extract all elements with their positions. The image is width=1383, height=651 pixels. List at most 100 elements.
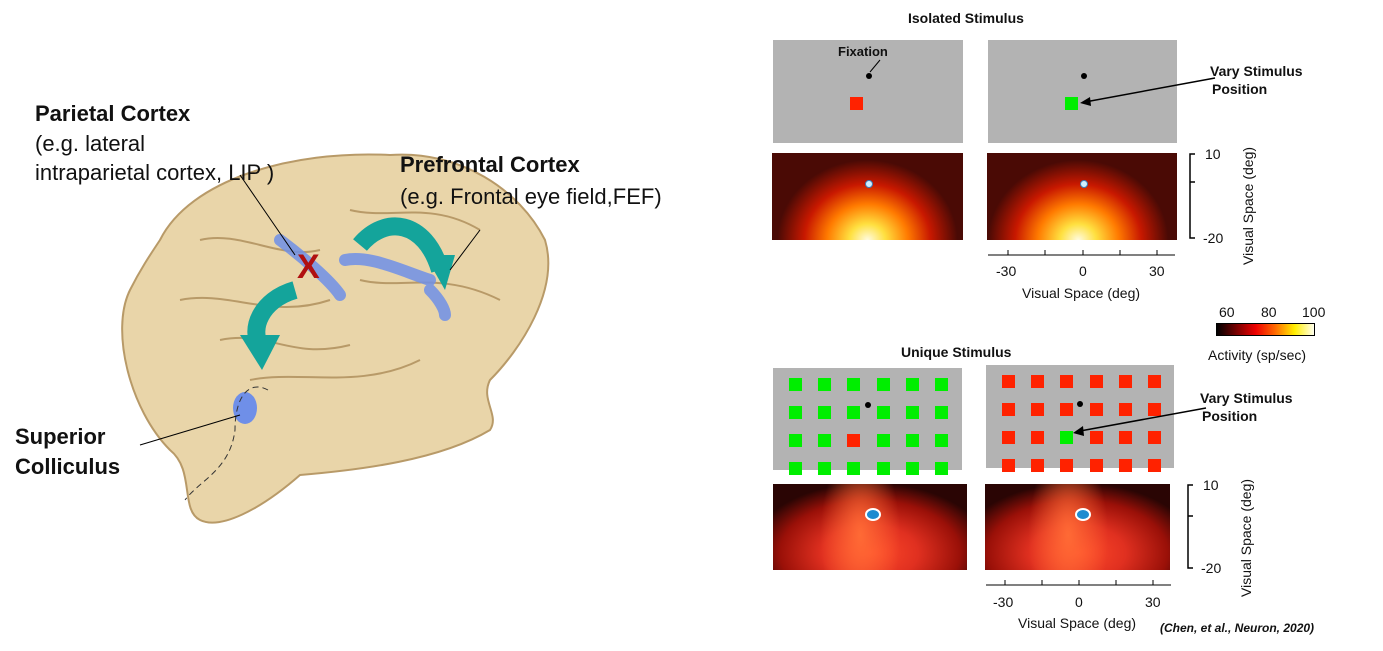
superior-colliculus-highlight	[233, 392, 257, 424]
stimulus-item	[1089, 403, 1103, 416]
heatmap-unique-left	[773, 484, 967, 570]
y-tick: -20	[1203, 230, 1224, 246]
parietal-sub2: intraparietal cortex, LIP )	[35, 160, 275, 185]
stimulus-item	[1031, 431, 1045, 444]
parietal-title: Parietal Cortex	[35, 101, 191, 126]
colorbar	[1216, 323, 1315, 336]
sc-label-1: Superior	[15, 424, 106, 449]
fixation-marker	[865, 180, 873, 188]
heatmap-unique-right	[985, 484, 1170, 570]
x-tick: -30	[996, 263, 1017, 279]
stimulus-item	[905, 406, 919, 419]
citation: (Chen, et al., Neuron, 2020)	[1160, 621, 1315, 635]
stimulus-item	[818, 434, 832, 447]
fixation-dot	[866, 73, 872, 79]
lesion-x-mark: X	[297, 248, 320, 286]
stimulus-item	[1118, 375, 1132, 388]
stimulus-item	[818, 378, 832, 391]
stimulus-item	[847, 406, 861, 419]
x-axis-label: Visual Space (deg)	[1022, 285, 1141, 301]
stimulus-item	[818, 406, 832, 419]
prefrontal-sub: (e.g. Frontal eye field,FEF)	[400, 184, 662, 209]
vary-label-1a: Vary Stimulus	[1210, 63, 1303, 79]
heatmap-isolated-left	[772, 153, 963, 240]
y-tick: 10	[1205, 146, 1221, 162]
stimulus-item	[1148, 375, 1161, 388]
y-tick: -20	[1201, 560, 1222, 576]
x-tick: 30	[1145, 594, 1161, 610]
stimulus-item	[1089, 431, 1103, 444]
stimulus-item	[789, 434, 802, 447]
brain-illustration	[121, 153, 550, 524]
unique-title: Unique Stimulus	[901, 344, 1012, 360]
fixation-marker	[865, 508, 881, 521]
colorbar-label: Activity (sp/sec)	[1208, 347, 1307, 363]
unique-display-right	[986, 365, 1174, 472]
fixation-marker	[1075, 508, 1091, 521]
stimulus-item	[1148, 431, 1161, 444]
vary-label-2a: Vary Stimulus	[1200, 390, 1293, 406]
stimulus-item	[876, 378, 890, 391]
colorbar-tick: 60	[1219, 304, 1235, 320]
vary-label-2b: Position	[1202, 408, 1258, 424]
x-tick: 0	[1079, 263, 1087, 279]
stimulus-item	[789, 406, 802, 419]
brain-shape	[121, 153, 550, 524]
stimulus-item	[1118, 459, 1132, 472]
axes-bottom	[986, 484, 1193, 586]
fixation-marker	[1080, 180, 1088, 188]
stimulus-item	[1148, 403, 1161, 416]
prefrontal-title: Prefrontal Cortex	[400, 152, 580, 177]
stimulus-item	[1031, 375, 1045, 388]
stimulus-item	[1002, 375, 1015, 388]
stimulus-item	[1089, 375, 1103, 388]
stimulus-item	[935, 434, 948, 447]
parietal-sub1: (e.g. lateral	[35, 131, 146, 156]
stimulus-item	[1060, 375, 1074, 388]
x-axis-label: Visual Space (deg)	[1018, 615, 1137, 631]
stimulus-item	[847, 378, 861, 391]
unique-display-left	[773, 368, 962, 475]
axes-top	[988, 153, 1195, 256]
heatmap-isolated-right	[987, 153, 1177, 240]
fixation-dot	[1081, 73, 1087, 79]
stimulus-red	[850, 97, 863, 110]
stimulus-item	[905, 462, 919, 475]
fixation-label: Fixation	[838, 44, 888, 59]
stimulus-item	[1118, 403, 1132, 416]
stimulus-item	[935, 462, 948, 475]
isolated-display-left: Fixation	[773, 40, 963, 143]
y-axis-label: Visual Space (deg)	[1240, 146, 1256, 265]
vary-label-1b: Position	[1212, 81, 1268, 97]
stimulus-item	[847, 462, 861, 475]
lip-fef-highlight	[274, 234, 451, 321]
y-axis-label: Visual Space (deg)	[1238, 478, 1254, 597]
stimulus-odd	[847, 434, 861, 447]
stimulus-item	[1002, 431, 1015, 444]
stimulus-item	[1031, 459, 1045, 472]
stimulus-item	[935, 378, 948, 391]
stimulus-item	[789, 462, 802, 475]
fixation-dot	[1077, 401, 1083, 407]
stimulus-item	[1089, 459, 1103, 472]
stimulus-item	[1060, 403, 1074, 416]
fixation-dot	[865, 402, 871, 408]
stimulus-item	[789, 378, 802, 391]
stimulus-item	[1031, 403, 1045, 416]
sc-label-2: Colliculus	[15, 454, 121, 479]
x-tick: 30	[1149, 263, 1165, 279]
stimulus-item	[1060, 459, 1074, 472]
stimulus-item	[1002, 459, 1015, 472]
stimulus-item	[876, 462, 890, 475]
stimulus-item	[1148, 459, 1161, 472]
stimulus-odd	[1060, 431, 1074, 444]
stimulus-item	[876, 406, 890, 419]
stimulus-item	[1002, 403, 1015, 416]
x-tick: -30	[993, 594, 1014, 610]
colorbar-tick: 80	[1261, 304, 1277, 320]
stimulus-item	[905, 378, 919, 391]
isolated-title: Isolated Stimulus	[908, 10, 1024, 26]
stimulus-item	[935, 406, 948, 419]
x-tick: 0	[1075, 594, 1083, 610]
stimulus-item	[818, 462, 832, 475]
